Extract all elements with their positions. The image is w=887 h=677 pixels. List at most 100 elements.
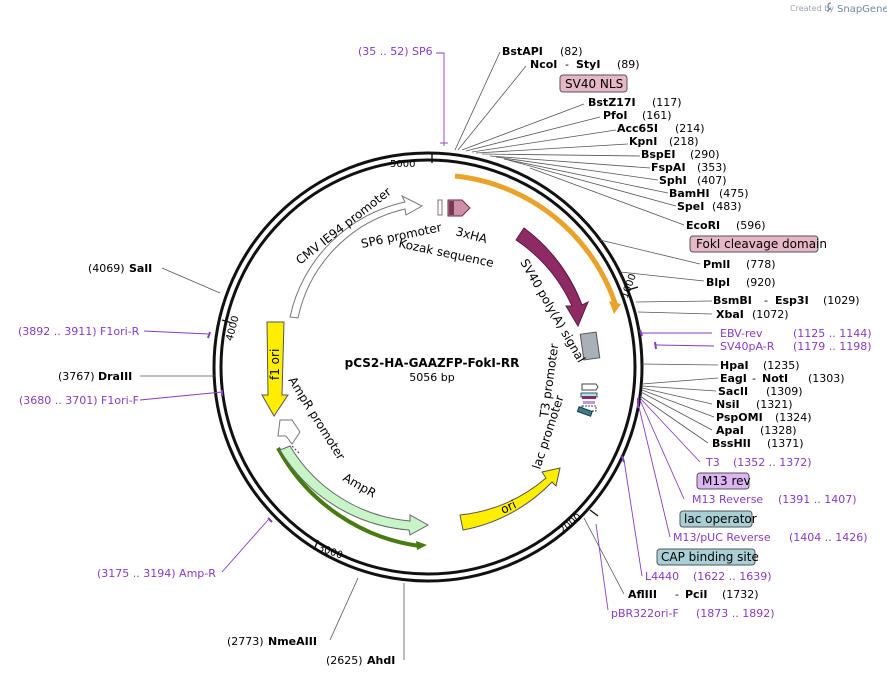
ampr-promoter-arrow — [277, 419, 301, 445]
site-sphi-pos: (407) — [697, 174, 727, 187]
site-acc65i-pos: (214) — [675, 122, 705, 135]
ampr-promoter-dashed — [291, 445, 301, 455]
primer-sv40pa-r-pos: (1179 .. 1198) — [793, 340, 872, 353]
feature-sv40-nls-label: SV40 NLS — [565, 77, 623, 91]
primer-m13-reverse: M13 Reverse — [692, 493, 763, 506]
kozak-mark — [449, 201, 454, 215]
site-xbai-pos: (1072) — [752, 308, 789, 321]
feature-box-lac-operator — [679, 510, 753, 528]
primer-t3: T3 — [705, 456, 720, 469]
small-grey-feature — [579, 331, 601, 361]
tick-label-5000: 5000 — [390, 159, 415, 170]
primer-sv40pa-r: SV40pA-R — [720, 340, 775, 353]
site-eagi-name: EagI — [720, 372, 747, 385]
site-ecori-pos: (596) — [736, 219, 766, 232]
site-apai-name: ApaI — [716, 424, 744, 437]
site-bstapi-name: BstAPI — [502, 45, 543, 58]
site-eagi-pos: (1303) — [808, 372, 845, 385]
site-pmli-name: PmlI — [703, 258, 730, 271]
sv40-polya-arrow — [515, 227, 589, 328]
site-sphi-name: SphI — [659, 174, 687, 187]
site-ncoi-pos: (89) — [617, 58, 640, 71]
site-pmli-pos: (778) — [746, 258, 776, 271]
plasmid-title: pCS2-HA-GAAZFP-FokI-RR — [345, 356, 520, 370]
feature-foki-label: FokI cleavage domain — [696, 237, 827, 251]
site-noti-name: NotI — [762, 372, 788, 385]
primer-l4440: L4440 — [645, 570, 679, 583]
site-nmeaiii-name: NmeAIII — [268, 635, 317, 648]
primer-pbr322ori-f-pos: (1873 .. 1892) — [696, 607, 775, 620]
site-bspei-name: BspEI — [641, 148, 675, 161]
snapgene-logo-icon — [827, 2, 832, 13]
site-pspomi-pos: (1324) — [775, 411, 812, 424]
sp6-promoter-mark — [437, 199, 443, 216]
site-ecori-name: EcoRI — [686, 219, 720, 232]
f1-ori-arrow — [261, 321, 289, 417]
label-ampr: AmpR — [341, 470, 379, 500]
site-ncoi-dash: - — [565, 58, 569, 71]
site-ncoi-name: NcoI — [530, 58, 557, 71]
orf-arc-orange — [454, 173, 619, 307]
site-sali-name: SalI — [129, 262, 152, 275]
primer-pbr322ori-f: pBR322ori-F — [611, 607, 679, 620]
site-spei-pos: (483) — [712, 200, 742, 213]
site-nsii-name: NsiI — [716, 398, 740, 411]
site-bsmbi-dash: - — [764, 294, 768, 307]
site-bamhi-pos: (475) — [719, 187, 749, 200]
feature-box-cap-binding — [656, 548, 756, 566]
site-afliii-name: AflIII — [628, 588, 657, 601]
site-sali-pos: (4069) — [88, 262, 125, 275]
primer-l4440-pos: (1622 .. 1639) — [693, 570, 772, 583]
primer-ring-ticks — [207, 329, 657, 523]
site-bsshii-name: BssHII — [712, 437, 751, 450]
feature-m13-rev-label: M13 rev — [702, 474, 751, 488]
site-pcii-name: PciI — [685, 588, 707, 601]
site-pspomi-name: PspOMI — [716, 411, 763, 424]
ring-tick-marks — [221, 153, 639, 551]
primer-leader-lines — [139, 52, 715, 611]
primer-m13-reverse-pos: (1391 .. 1407) — [778, 493, 857, 506]
site-fspai-pos: (353) — [697, 161, 727, 174]
cmv-promoter-arrow — [289, 194, 424, 319]
site-bsshii-pos: (1371) — [767, 437, 804, 450]
site-bspei-pos: (290) — [690, 148, 720, 161]
site-afliii-pos: (1732) — [722, 588, 759, 601]
primer-ebv-rev: EBV-rev — [720, 327, 763, 340]
site-spei-name: SpeI — [677, 200, 704, 213]
ampr-arc-green — [276, 447, 421, 548]
primer-f1ori-f: (3680 .. 3701) F1ori-F — [19, 394, 139, 407]
label-ori: ori — [498, 497, 518, 516]
primer-m13-puc-pos: (1404 .. 1426) — [789, 531, 868, 544]
ampr-arc-green-arrowhead — [416, 541, 427, 550]
site-bsmbi-pos: (1029) — [823, 294, 860, 307]
site-xbai-name: XbaI — [716, 308, 744, 321]
site-ahdi-pos: (2625) — [326, 654, 363, 667]
primer-m13-puc: M13/pUC Reverse — [673, 531, 771, 544]
feature-box-m13-rev — [696, 472, 750, 490]
backbone-outer-ring — [212, 151, 644, 583]
site-eagi-dash: - — [752, 372, 756, 385]
feature-lac-operator-label: lac operator — [684, 512, 757, 526]
site-bstz17i-name: BstZ17I — [588, 96, 636, 109]
t3-lac-small-features — [576, 383, 599, 417]
backbone-inner-ring — [219, 158, 637, 576]
site-bsmbi-name: BsmBI — [713, 294, 752, 307]
site-nmeaiii-pos: (2773) — [227, 635, 264, 648]
site-styi-name: StyI — [576, 58, 600, 71]
primer-t3-pos: (1352 .. 1372) — [733, 456, 812, 469]
primer-ebv-rev-pos: (1125 .. 1144) — [793, 327, 872, 340]
plasmid-size: 5056 bp — [409, 371, 454, 384]
site-leader-lines — [140, 51, 719, 660]
site-esp3i-name: Esp3I — [775, 294, 809, 307]
label-3xha: 3xHA — [454, 224, 489, 246]
primer-sp6: (35 .. 52) SP6 — [358, 45, 433, 58]
site-draiii-name: DraIII — [98, 370, 132, 383]
brand-name: SnapGene — [837, 4, 887, 15]
site-bstapi-pos: (82) — [560, 45, 583, 58]
site-nsii-pos: (1321) — [756, 398, 793, 411]
site-blpi-pos: (920) — [746, 276, 776, 289]
site-kpni-name: KpnI — [629, 135, 657, 148]
label-f1-ori: f1 ori — [268, 349, 282, 380]
